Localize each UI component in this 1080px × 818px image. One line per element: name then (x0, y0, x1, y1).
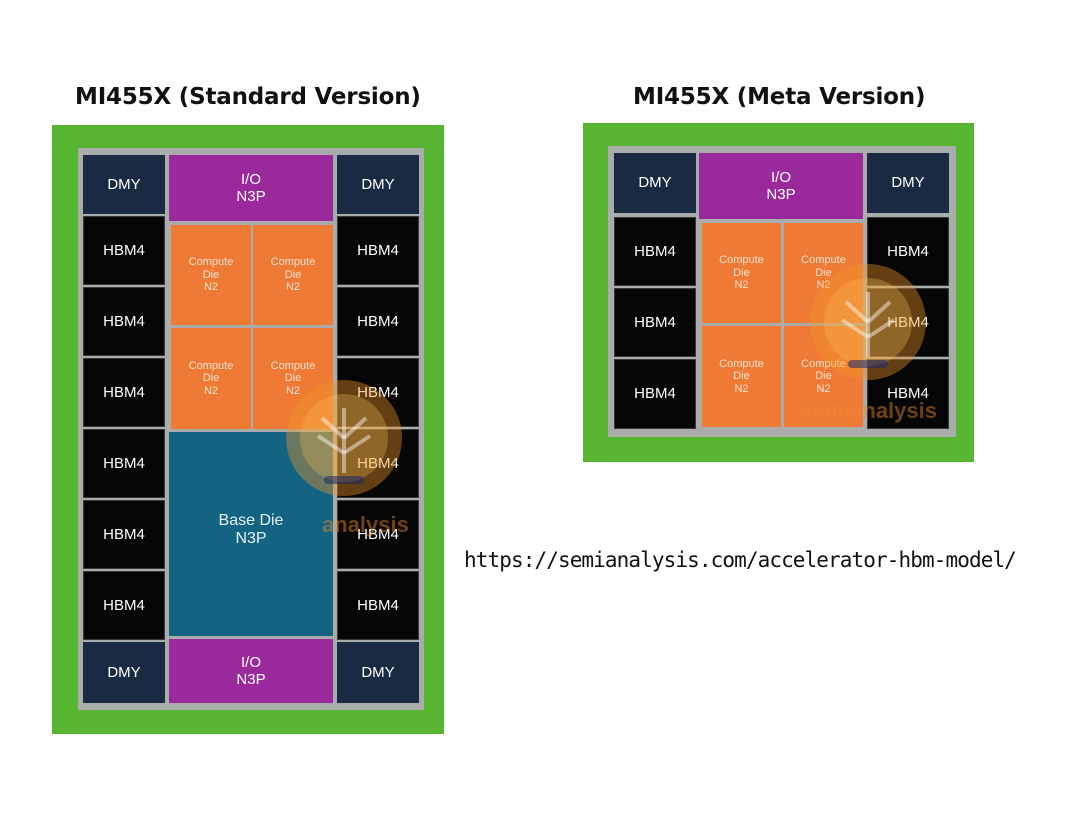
standard-version-title: MI455X (Standard Version) (75, 84, 421, 110)
compute-label: Compute (801, 357, 846, 370)
io-label: I/O (240, 170, 261, 188)
watermark-text: analysis (322, 512, 409, 537)
standard-dmy-bottom-left: DMY (83, 642, 165, 703)
compute-die-label: Die (202, 372, 220, 385)
io-process-label: N3P (236, 671, 266, 688)
standard-dmy-top-right: DMY (337, 155, 419, 214)
meta-hbm-left-1: HBM4 (614, 217, 696, 286)
standard-compute-die-4: Compute Die N2 (253, 328, 333, 429)
base-die-label: Base Die (218, 512, 284, 529)
meta-hbm-left-3: HBM4 (614, 359, 696, 429)
hbm-label: HBM4 (634, 313, 676, 331)
compute-process-label: N2 (816, 382, 831, 395)
meta-hbm-right-2: HBM4 (867, 288, 949, 357)
dmy-label: DMY (107, 663, 141, 681)
standard-hbm-right-4: HBM4 (337, 429, 419, 498)
standard-compute-die-3: Compute Die N2 (171, 328, 251, 429)
hbm-label: HBM4 (103, 454, 145, 472)
meta-compute-die-4: Compute Die N2 (784, 326, 863, 427)
hbm-label: HBM4 (634, 242, 676, 260)
hbm-label: HBM4 (103, 383, 145, 401)
standard-hbm-right-6: HBM4 (337, 571, 419, 640)
compute-label: Compute (270, 256, 316, 269)
standard-hbm-right-2: HBM4 (337, 287, 419, 356)
hbm-label: HBM4 (357, 596, 399, 614)
hbm-label: HBM4 (357, 312, 399, 330)
compute-process-label: N2 (203, 384, 219, 397)
compute-label: Compute (188, 256, 234, 269)
standard-io-die-bottom: I/O N3P (169, 639, 333, 703)
compute-process-label: N2 (734, 279, 749, 292)
standard-hbm-left-3: HBM4 (83, 358, 165, 427)
compute-die-label: Die (284, 372, 302, 385)
compute-die-label: Die (733, 266, 750, 279)
compute-process-label: N2 (816, 279, 831, 292)
hbm-label: HBM4 (357, 525, 399, 543)
watermark-text: semianalysis (800, 398, 937, 423)
standard-hbm-left-2: HBM4 (83, 287, 165, 356)
meta-hbm-right-3: HBM4 (867, 359, 949, 429)
compute-process-label: N2 (203, 281, 219, 294)
compute-die-label: Die (284, 268, 302, 281)
io-label: I/O (240, 653, 261, 671)
meta-compute-die-3: Compute Die N2 (702, 326, 781, 427)
hbm-label: HBM4 (103, 312, 145, 330)
compute-process-label: N2 (285, 384, 301, 397)
base-die-process-label: N3P (235, 530, 267, 548)
standard-compute-die-2: Compute Die N2 (253, 225, 333, 325)
compute-process-label: N2 (285, 281, 301, 294)
standard-hbm-left-4: HBM4 (83, 429, 165, 498)
io-label: I/O (770, 168, 791, 186)
hbm-label: HBM4 (357, 383, 399, 401)
dmy-label: DMY (107, 175, 141, 193)
compute-die-label: Die (733, 370, 750, 383)
standard-base-die: Base Die N3P (169, 432, 333, 636)
source-url: https://semianalysis.com/accelerator-hbm… (464, 548, 1017, 572)
compute-die-label: Die (815, 266, 832, 279)
standard-hbm-left-6: HBM4 (83, 571, 165, 640)
hbm-label: HBM4 (103, 241, 145, 259)
io-process-label: N3P (766, 186, 796, 203)
standard-hbm-left-5: HBM4 (83, 500, 165, 569)
standard-compute-die-1: Compute Die N2 (171, 225, 251, 325)
hbm-label: HBM4 (357, 241, 399, 259)
standard-hbm-right-1: HBM4 (337, 216, 419, 285)
meta-compute-die-2: Compute Die N2 (784, 223, 863, 323)
meta-hbm-right-1: HBM4 (867, 217, 949, 286)
hbm-label: HBM4 (887, 385, 929, 403)
compute-process-label: N2 (734, 382, 749, 395)
compute-label: Compute (270, 359, 316, 372)
meta-compute-die-1: Compute Die N2 (702, 223, 781, 323)
meta-version-title: MI455X (Meta Version) (633, 84, 926, 110)
compute-label: Compute (188, 359, 234, 372)
hbm-label: HBM4 (357, 454, 399, 472)
standard-io-die-top: I/O N3P (169, 155, 333, 221)
meta-io-die: I/O N3P (699, 153, 863, 219)
standard-hbm-right-3: HBM4 (337, 358, 419, 427)
compute-label: Compute (719, 357, 764, 370)
io-process-label: N3P (236, 188, 266, 205)
meta-dmy-right: DMY (867, 153, 949, 213)
meta-hbm-left-2: HBM4 (614, 288, 696, 357)
compute-die-label: Die (202, 268, 220, 281)
dmy-label: DMY (891, 174, 925, 192)
hbm-label: HBM4 (634, 385, 676, 403)
hbm-label: HBM4 (103, 525, 145, 543)
standard-hbm-right-5: HBM4 (337, 500, 419, 569)
hbm-label: HBM4 (103, 596, 145, 614)
dmy-label: DMY (638, 174, 672, 192)
standard-dmy-top-left: DMY (83, 155, 165, 214)
hbm-label: HBM4 (887, 313, 929, 331)
compute-die-label: Die (815, 370, 832, 383)
compute-label: Compute (801, 254, 846, 267)
standard-hbm-left-1: HBM4 (83, 216, 165, 285)
standard-dmy-bottom-right: DMY (337, 642, 419, 703)
dmy-label: DMY (361, 175, 395, 193)
compute-label: Compute (719, 254, 764, 267)
meta-dmy-left: DMY (614, 153, 696, 213)
dmy-label: DMY (361, 663, 395, 681)
hbm-label: HBM4 (887, 242, 929, 260)
